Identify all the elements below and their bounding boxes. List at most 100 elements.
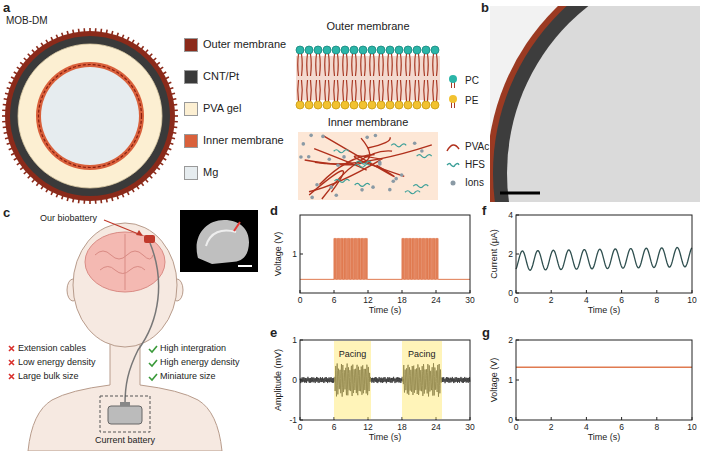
lipid-tail — [415, 54, 420, 76]
xray-inset — [180, 210, 258, 272]
axis-title: Time (s) — [369, 305, 402, 316]
band-label: Pacing — [339, 349, 367, 359]
panel-letter: c — [3, 205, 10, 221]
lipid-tail — [334, 80, 339, 101]
lipid-tail — [352, 54, 357, 76]
pe-head — [377, 101, 385, 109]
pc-head — [305, 46, 313, 54]
lipid-tail — [397, 54, 402, 76]
hfs-fiber — [334, 179, 349, 182]
ion-dot — [315, 183, 319, 187]
pe-head — [350, 101, 358, 109]
advantage-item: Miniature size — [160, 371, 216, 382]
legend-text: Inner membrane — [203, 134, 284, 147]
ecg-trace — [300, 363, 470, 397]
tick-label: 4 — [584, 295, 589, 305]
pe-head — [368, 101, 376, 109]
legend-icon — [446, 74, 460, 88]
pc-head — [413, 46, 421, 54]
tick-label: 2 — [549, 422, 554, 432]
tick-label: 0 — [514, 422, 519, 432]
hfs-fiber — [355, 183, 370, 186]
pvac-icon — [447, 145, 459, 151]
lipid-tail — [370, 54, 375, 76]
ion-dot — [342, 155, 346, 159]
pc-head — [341, 46, 349, 54]
cross-mark — [9, 346, 14, 379]
panel-letter: f — [482, 203, 486, 219]
ion-icon — [451, 181, 456, 186]
panel-letter: b — [481, 0, 489, 16]
legend-text: Ions — [465, 177, 484, 189]
pc-head — [431, 46, 439, 54]
hfs-fiber — [417, 155, 432, 158]
pc-head — [386, 46, 394, 54]
plot-frame — [516, 340, 692, 420]
bilayer-core — [296, 56, 440, 100]
hfs-icon — [447, 164, 459, 167]
advantage-item: High energy density — [160, 357, 240, 368]
pe-head — [431, 101, 439, 109]
axis-title: Time (s) — [588, 432, 621, 443]
tick-label: 0 — [298, 422, 303, 432]
hfs-fiber — [405, 191, 420, 194]
layer-ring — [18, 44, 162, 188]
lipid-tail — [424, 54, 429, 76]
legend-text: Outer membrane — [203, 38, 286, 51]
figure-title: MOB-DM — [6, 15, 48, 27]
tick-label: 4 — [508, 210, 513, 220]
legend-swatch — [184, 38, 198, 52]
brain — [125, 234, 126, 290]
biobattery-device — [104, 220, 141, 235]
lipid-tail — [343, 80, 348, 101]
plot-frame — [300, 215, 470, 293]
axis-title: Amplitude (mV) — [273, 349, 284, 411]
plot-frame — [300, 340, 470, 420]
biobattery-device — [136, 230, 143, 236]
current-battery — [108, 406, 142, 424]
hfs-fiber — [413, 185, 428, 188]
tick-label: 18 — [397, 295, 406, 305]
battery-wire — [125, 243, 159, 404]
tick-label: 0 — [298, 295, 303, 305]
lipid-icon-head — [449, 95, 457, 103]
lipid-tail — [379, 80, 384, 101]
ion-dot — [365, 136, 369, 140]
pvac-chain — [309, 171, 343, 195]
tick-label: 2 — [549, 295, 554, 305]
pacing-band: Pacing — [402, 341, 442, 419]
axis-title: Voltage (V) — [273, 232, 284, 277]
tick-label: 0 — [508, 288, 513, 298]
pc-head — [323, 46, 331, 54]
band-label: Pacing — [408, 349, 436, 359]
lipid-tail — [397, 80, 402, 101]
pe-head — [404, 101, 412, 109]
legend-icon — [446, 176, 460, 190]
pe-head — [422, 101, 430, 109]
lipid-tail — [388, 80, 393, 101]
tick-label: 18 — [397, 422, 406, 432]
layer-ring — [36, 62, 144, 170]
tick-label: 2 — [508, 249, 513, 259]
tick-label: 6 — [619, 422, 624, 432]
callout-label: Current battery — [95, 435, 155, 446]
lipid-tail — [361, 80, 366, 101]
lipid-tail — [325, 80, 330, 101]
xray-inset — [206, 231, 236, 246]
tick-label: 0 — [292, 375, 297, 385]
drawback-item: Extension cables — [18, 343, 86, 354]
tick-label: 12 — [363, 422, 372, 432]
pc-head — [350, 46, 358, 54]
legend-item: Outer membrane — [184, 38, 286, 52]
tick-label: 8 — [654, 422, 659, 432]
lipid-tail — [361, 54, 366, 76]
legend-text: CNT/Pt — [203, 70, 239, 83]
legend-item: CNT/Pt — [184, 70, 239, 84]
panel-letter: d — [270, 203, 278, 219]
pe-head — [359, 101, 367, 109]
cross-mark — [9, 346, 14, 379]
pe-head — [296, 101, 304, 109]
pacing-band: Pacing — [334, 341, 371, 419]
layer-ring — [5, 31, 175, 201]
current-battery — [120, 402, 130, 406]
